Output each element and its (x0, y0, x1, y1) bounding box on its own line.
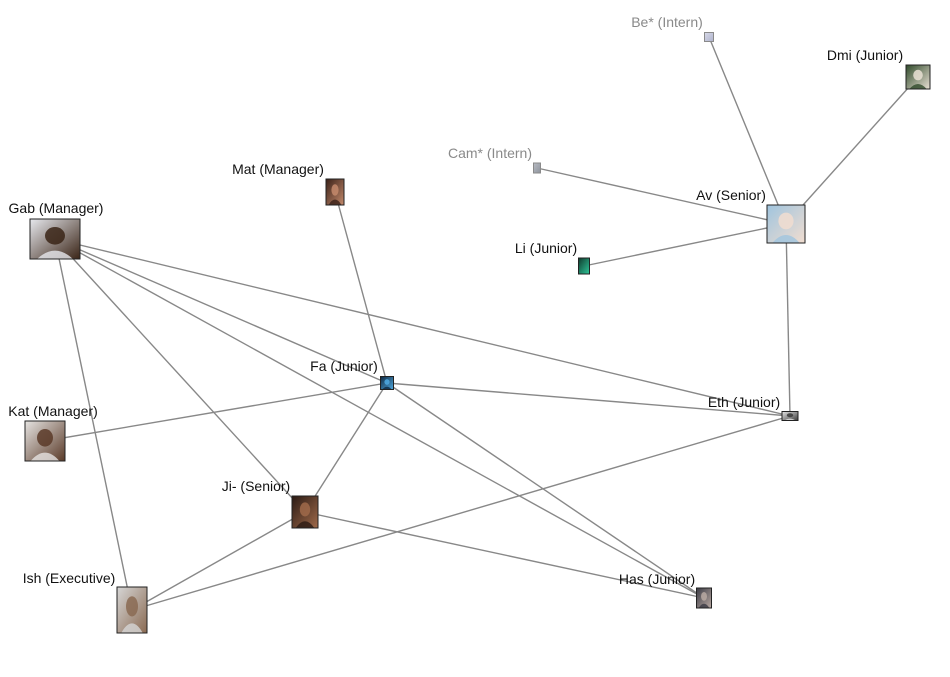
node-label: Eth (Junior) (708, 394, 780, 410)
edge-mat-fa (335, 192, 387, 383)
avatar-photo (705, 33, 714, 42)
avatar[interactable] (117, 587, 147, 633)
node-cam[interactable]: Cam* (Intern) (448, 145, 541, 173)
avatar[interactable] (767, 205, 805, 243)
node-label: Ji- (Senior) (222, 478, 290, 494)
edge-fa-ji (305, 383, 387, 512)
nodes-layer: Be* (Intern) Dmi (Junior) Cam* (Intern) Av … (8, 14, 930, 633)
edge-av-eth (786, 224, 790, 416)
avatar-face-icon (331, 184, 338, 195)
node-label: Mat (Manager) (232, 161, 324, 177)
avatar-face-icon (384, 379, 389, 385)
edge-fa-has (387, 383, 704, 598)
avatar[interactable] (534, 163, 541, 173)
avatar[interactable] (381, 377, 394, 390)
node-label: Cam* (Intern) (448, 145, 532, 161)
avatar-face-icon (787, 413, 793, 417)
node-label: Ish (Executive) (23, 570, 116, 586)
node-be[interactable]: Be* (Intern) (631, 14, 713, 42)
avatar-photo (579, 258, 590, 274)
node-kat[interactable]: Kat (Manager) (8, 403, 97, 461)
avatar[interactable] (30, 219, 80, 259)
edge-gab-ish (55, 239, 132, 610)
node-label: Kat (Manager) (8, 403, 97, 419)
edge-li-av (584, 224, 786, 266)
node-li[interactable]: Li (Junior) (515, 240, 590, 274)
avatar-photo (534, 163, 541, 173)
avatar-face-icon (300, 502, 310, 516)
edge-gab-ji (55, 239, 305, 512)
edge-dmi-av (786, 77, 918, 224)
node-label: Be* (Intern) (631, 14, 703, 30)
edge-gab-has (55, 239, 704, 598)
avatar-face-icon (778, 213, 793, 230)
avatar[interactable] (782, 412, 798, 421)
avatar[interactable] (906, 65, 930, 89)
avatar[interactable] (579, 258, 590, 274)
node-eth[interactable]: Eth (Junior) (708, 394, 798, 421)
node-dmi[interactable]: Dmi (Junior) (827, 47, 930, 89)
node-label: Li (Junior) (515, 240, 577, 256)
node-av[interactable]: Av (Senior) (696, 187, 805, 243)
node-ish[interactable]: Ish (Executive) (23, 570, 147, 633)
avatar[interactable] (292, 496, 318, 528)
node-label: Fa (Junior) (310, 358, 378, 374)
avatar-face-icon (701, 592, 707, 601)
node-label: Gab (Manager) (9, 200, 104, 216)
avatar-face-icon (126, 596, 138, 616)
avatar[interactable] (697, 588, 712, 608)
edge-gab-eth (55, 239, 790, 416)
avatar[interactable] (705, 33, 714, 42)
node-ji[interactable]: Ji- (Senior) (222, 478, 318, 528)
avatar-face-icon (45, 227, 65, 245)
avatar-face-icon (913, 70, 923, 81)
node-mat[interactable]: Mat (Manager) (232, 161, 344, 205)
avatar[interactable] (326, 179, 344, 205)
avatar[interactable] (25, 421, 65, 461)
node-label: Dmi (Junior) (827, 47, 903, 63)
node-gab[interactable]: Gab (Manager) (9, 200, 104, 259)
node-label: Av (Senior) (696, 187, 766, 203)
edge-ji-ish (132, 512, 305, 610)
edges-layer (45, 37, 918, 610)
node-label: Has (Junior) (619, 571, 695, 587)
avatar-face-icon (37, 429, 53, 447)
